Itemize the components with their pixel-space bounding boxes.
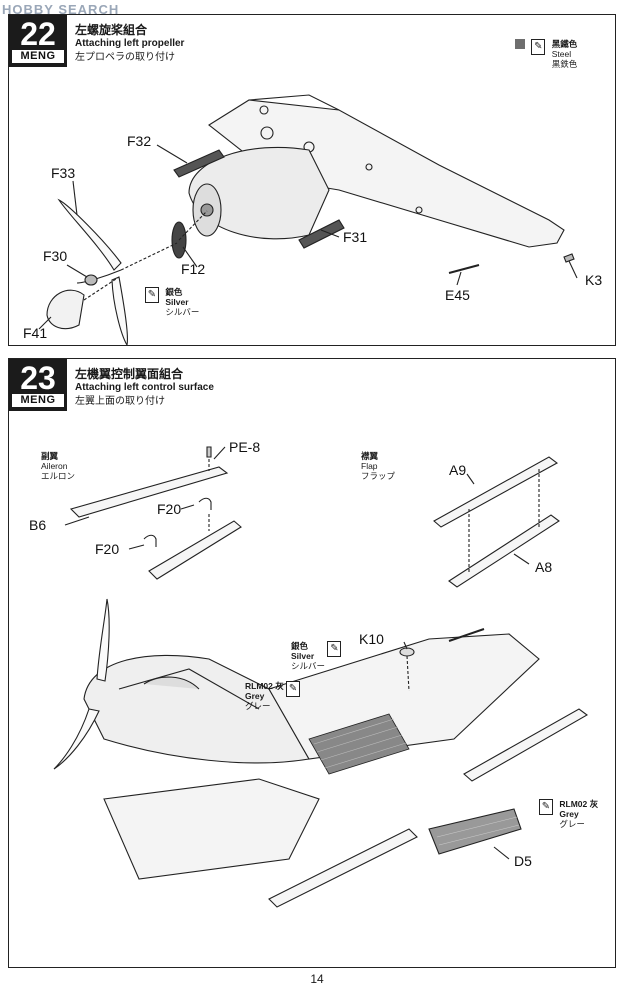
paint-steel: ✎ 黑鐵色 Steel 黒鉄色 [515, 39, 577, 69]
callout-f20-a: F20 [157, 501, 182, 517]
paint-silver: 銀色 Silver シルバー ✎ [291, 641, 345, 671]
callout-k3: K3 [585, 272, 603, 288]
callout-f30: F30 [43, 248, 68, 264]
brush-icon: ✎ [286, 681, 301, 697]
brush-icon: ✎ [327, 641, 342, 657]
callout-d5: D5 [514, 853, 532, 869]
flap-en: Flap [361, 461, 378, 471]
callout-a9: A9 [449, 462, 467, 478]
brush-icon: ✎ [145, 287, 159, 303]
paint-cn: 黑鐵色 [551, 39, 578, 49]
paint-swatch [515, 39, 525, 49]
title-en: Attaching left propeller [75, 38, 185, 49]
aileron-label: 副翼 Aileron エルロン [41, 451, 75, 481]
paint-cn: RLM02 灰 [559, 799, 599, 809]
paint-cn: 銀色 [165, 287, 183, 297]
step-22-badge: 22 MENG [9, 15, 67, 67]
title-cn: 左機翼控制翼面組合 [75, 367, 184, 381]
brush-icon: ✎ [539, 799, 553, 815]
step-23-panel: 23 MENG 左機翼控制翼面組合 Attaching left control… [8, 358, 616, 968]
paint-jp: シルバー [165, 307, 200, 317]
brush-icon: ✎ [531, 39, 546, 55]
callout-f31: F31 [343, 229, 368, 245]
page-number: 14 [310, 972, 324, 986]
brand-logo: MENG [12, 394, 64, 407]
step-22-panel: 22 MENG 左螺旋桨組合 Attaching left propeller … [8, 14, 616, 346]
aileron-en: Aileron [41, 461, 68, 471]
callout-b6: B6 [29, 517, 47, 533]
paint-en: Steel [551, 49, 572, 59]
paint-en: Silver [165, 297, 189, 307]
paint-grey-a: RLM02 灰 Grey グレー ✎ [245, 681, 304, 711]
watermark: HOBBY SEARCH [2, 2, 120, 17]
step-23-badge: 23 MENG [9, 359, 67, 411]
title-jp: 左翼上面の取り付け [75, 396, 165, 407]
flap-label: 襟翼 Flap フラップ [361, 451, 395, 481]
paint-jp: シルバー [291, 661, 326, 671]
aileron-cn: 副翼 [41, 451, 59, 461]
paint-silver: ✎ 銀色 Silver シルバー [145, 287, 199, 317]
paint-jp: グレー [245, 701, 271, 711]
paint-en: Grey [245, 691, 265, 701]
flap-jp: フラップ [361, 471, 396, 481]
step-number: 22 [20, 16, 56, 52]
callout-a8: A8 [535, 559, 553, 575]
callout-f41: F41 [23, 325, 48, 341]
paint-en: Grey [559, 809, 579, 819]
step-number: 23 [20, 360, 56, 396]
title-cn: 左螺旋桨組合 [75, 23, 148, 37]
title-jp: 左プロペラの取り付け [75, 52, 175, 63]
step-22-illustration [38, 94, 578, 345]
callout-f12: F12 [181, 261, 206, 277]
paint-jp: 黒鉄色 [551, 59, 578, 69]
callout-f20-b: F20 [95, 541, 120, 557]
title-en: Attaching left control surface [75, 382, 214, 393]
callout-pe8: PE-8 [229, 439, 261, 455]
paint-en: Silver [291, 651, 315, 661]
callout-f33: F33 [51, 165, 76, 181]
flap-cn: 襟翼 [361, 451, 379, 461]
callout-f32: F32 [127, 133, 152, 149]
step-23-illustration [53, 446, 588, 908]
paint-jp: グレー [559, 819, 585, 829]
step-23-titles: 左機翼控制翼面組合 Attaching left control surface… [75, 367, 214, 409]
paint-cn: RLM02 灰 [245, 681, 284, 691]
aileron-jp: エルロン [41, 471, 76, 481]
callout-e45: E45 [445, 287, 470, 303]
paint-grey-b: ✎ RLM02 灰 Grey グレー [539, 799, 598, 829]
step-22-titles: 左螺旋桨組合 Attaching left propeller 左プロペラの取り… [75, 23, 184, 65]
paint-cn: 銀色 [291, 641, 309, 651]
brand-logo: MENG [12, 50, 64, 63]
callout-k10: K10 [359, 631, 384, 647]
